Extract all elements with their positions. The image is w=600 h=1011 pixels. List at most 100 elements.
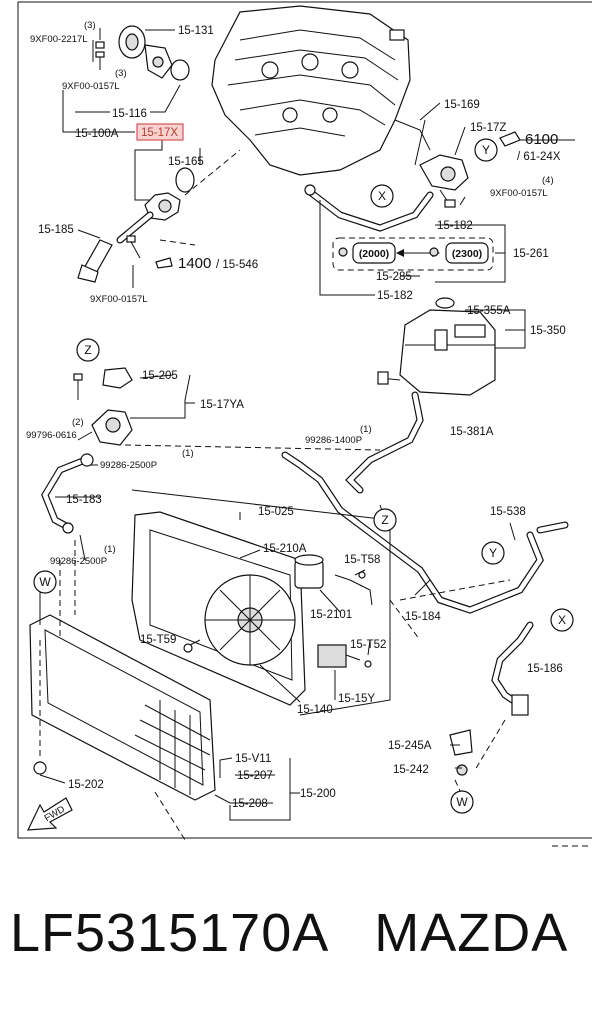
part-number-label: 15-140 <box>297 704 333 716</box>
bolt-t52-icon <box>364 660 372 668</box>
part-number-label: 15-116 <box>112 108 147 120</box>
part-number-label: 9XF00-0157L <box>490 188 548 199</box>
leader-lines <box>39 29 575 821</box>
qty-label: (4) <box>542 175 554 186</box>
bracket-15-245a <box>449 729 473 756</box>
part-number-label: 15-245A <box>388 740 432 752</box>
radiator <box>29 590 216 801</box>
svg-text:X: X <box>378 189 386 203</box>
water-outlet <box>73 367 133 446</box>
part-number-label: 15-T59 <box>140 634 176 646</box>
part-number-label: 99286-2500P <box>50 556 107 567</box>
part-number-label: 15-183 <box>66 494 102 506</box>
clip-right-icon <box>429 247 439 257</box>
part-number-label: 15-182 <box>377 290 413 302</box>
part-number-label: 15-381A <box>450 426 494 438</box>
variant-label: (2300) <box>452 248 482 260</box>
svg-text:Z: Z <box>84 343 91 357</box>
svg-text:Y: Y <box>489 546 497 560</box>
part-number-label: 15-169 <box>444 99 480 111</box>
qty-label: (1) <box>360 424 372 435</box>
reference-number: 6100 <box>525 131 558 148</box>
part-number-label: 15-T52 <box>350 639 386 651</box>
part-number-label: 15-182 <box>437 220 473 232</box>
water-pump-pulley <box>95 25 190 81</box>
hose-15-186-inner <box>492 622 533 708</box>
fan-group-bracket <box>131 489 391 716</box>
reference-number: / 61-24X <box>517 151 561 163</box>
fan-motor <box>294 554 324 589</box>
highlighted-part-number: 15-17X <box>141 127 178 139</box>
engine-block <box>211 5 431 176</box>
hose-15-184 <box>281 451 544 614</box>
qty-label: (1) <box>104 544 116 555</box>
fan-resistor <box>317 644 361 668</box>
part-number-label: 9XF00-0157L <box>62 81 120 92</box>
part-number-label: 15-131 <box>178 25 214 37</box>
part-number-label: 15-T58 <box>344 554 380 566</box>
part-number-label: 15-210A <box>263 543 307 555</box>
part-number-label: 15-025 <box>258 506 294 518</box>
variant-2300-frame <box>445 242 489 264</box>
fan-shroud <box>131 511 306 706</box>
part-number-label: 15-17Z <box>470 122 506 134</box>
part-number-label: 15-261 <box>513 248 549 260</box>
qty-label: (3) <box>115 68 127 79</box>
svg-text:X: X <box>558 613 566 627</box>
part-number-label: 15-165 <box>168 156 204 168</box>
hose-15-184-inner <box>282 452 543 613</box>
callout-y-upper: Y <box>474 138 498 162</box>
fwd-arrow-icon: FWD <box>27 797 73 831</box>
part-number-label: 9XF00-2217L <box>30 34 88 45</box>
qty-label: (2) <box>72 417 84 428</box>
callout-y-lower: Y <box>481 541 505 565</box>
hose-15-183-inner <box>42 457 88 531</box>
part-number-label: 15-205 <box>142 370 178 382</box>
part-number-label: 15-184 <box>405 611 441 623</box>
part-number-label: 15-15Y <box>338 693 375 705</box>
callout-w-left: W <box>33 570 57 594</box>
nut-t59-icon <box>183 643 193 653</box>
part-number-label: 15-200 <box>300 788 336 800</box>
variant-arrow-tail <box>396 249 404 257</box>
part-number-label: 15-355A <box>467 305 511 317</box>
hose-reference-icon <box>155 257 173 269</box>
part-number-label: 15-538 <box>490 506 526 518</box>
part-number-label: 15-185 <box>38 224 74 236</box>
part-number-label: 15-350 <box>530 325 566 337</box>
svg-text:Z: Z <box>381 513 388 527</box>
coolant-reservoir <box>377 297 496 396</box>
callout-x-upper: X <box>370 184 394 208</box>
part-number-label: 15-207 <box>237 770 273 782</box>
reference-number: 1400 <box>178 255 211 272</box>
variant-label: (2000) <box>359 248 389 260</box>
part-number-label: 15-285 <box>376 271 412 283</box>
svg-text:W: W <box>456 795 468 809</box>
hose-15-381a-inner <box>346 392 423 493</box>
dashed-leaders <box>39 149 511 841</box>
clamp-icon <box>80 453 94 467</box>
part-number-label: 15-V11 <box>235 753 271 765</box>
hose-15-182 <box>304 184 434 232</box>
qty-label: (1) <box>182 448 194 459</box>
svg-text:Y: Y <box>482 143 490 157</box>
part-number-label: 99286-2500P <box>100 460 157 471</box>
part-number-label: 99286-1400P <box>305 435 362 446</box>
svg-text:W: W <box>39 575 51 589</box>
part-number-label: 15-100A <box>75 128 119 140</box>
hose-15-184-end-inner <box>537 522 568 533</box>
clip-left-icon <box>338 247 348 257</box>
callout-x-lower: X <box>550 608 574 632</box>
callout-w-right: W <box>450 790 474 814</box>
callout-z-upper: Z <box>76 338 100 362</box>
reference-number: / 15-546 <box>216 259 258 271</box>
hose-15-185 <box>77 235 141 283</box>
part-number-label: 99796-0616 <box>26 430 77 441</box>
qty-label: (3) <box>84 20 96 31</box>
part-number-label: 15-186 <box>527 663 563 675</box>
sensor-assembly <box>414 119 469 208</box>
variant-box <box>332 237 494 271</box>
wiring-reference-icon <box>499 131 521 147</box>
hose-15-186-fitting <box>511 694 529 716</box>
fan-wiring <box>334 574 373 606</box>
